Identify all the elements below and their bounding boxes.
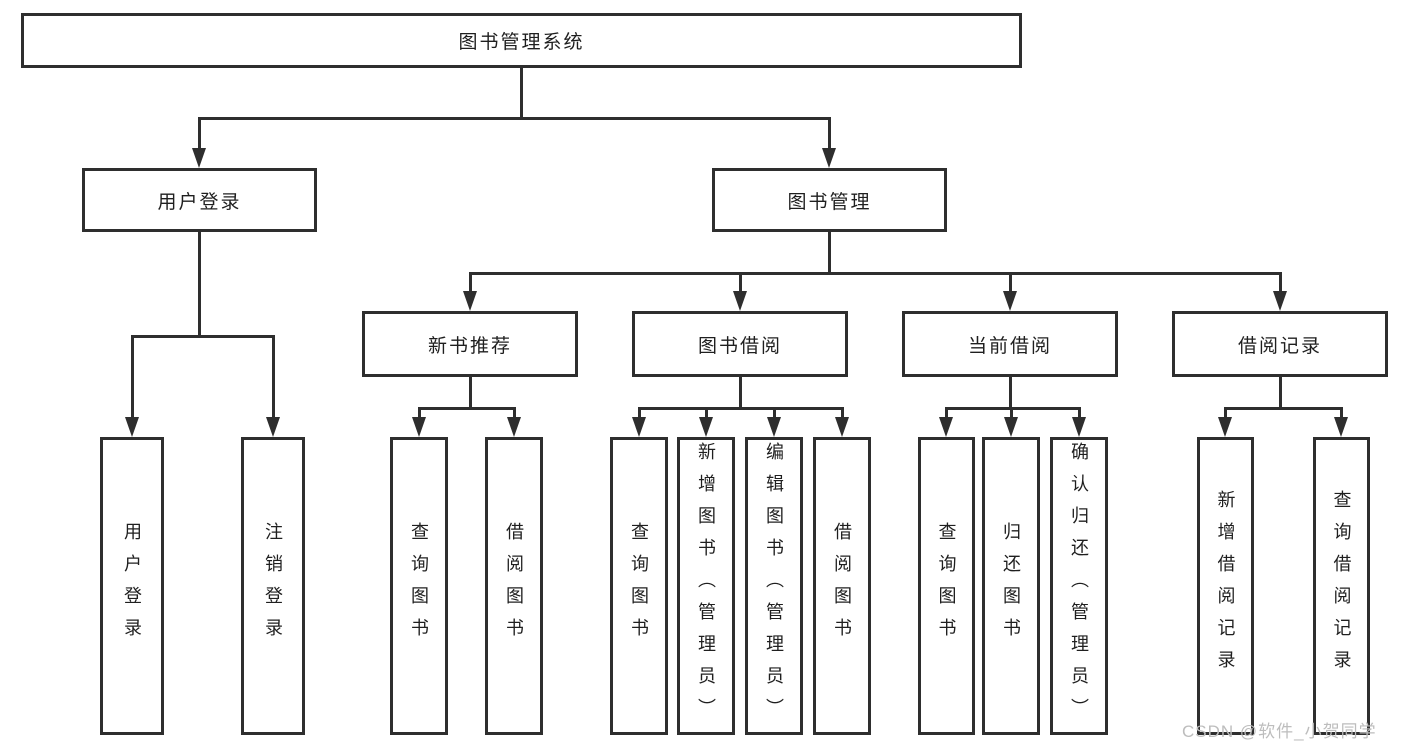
arrow-down-icon bbox=[631, 417, 646, 437]
tree-node-leaf-query-books-1: 查询图书 bbox=[390, 437, 448, 735]
connector-drop-line bbox=[198, 230, 201, 338]
tree-node-leaf-borrow-books-1: 借阅图书 bbox=[485, 437, 543, 735]
tree-node-label: 编辑图书（管理员） bbox=[764, 442, 784, 730]
tree-node-leaf-user-login: 用户登录 bbox=[100, 437, 164, 735]
connector-stem-line bbox=[198, 117, 201, 152]
connector-bus-line bbox=[417, 407, 516, 410]
arrow-down-icon bbox=[698, 417, 713, 437]
arrow-down-icon bbox=[1071, 417, 1086, 437]
tree-node-leaf-query-borrow-record: 查询借阅记录 bbox=[1313, 437, 1370, 735]
arrow-down-icon bbox=[766, 417, 781, 437]
tree-node-label: 查询图书 bbox=[409, 522, 429, 650]
tree-node-leaf-edit-books: 编辑图书（管理员） bbox=[745, 437, 803, 735]
connector-stem-line bbox=[271, 335, 275, 421]
tree-node-label: 新增借阅记录 bbox=[1215, 490, 1236, 682]
connector-bus-line bbox=[945, 407, 1081, 410]
connector-stem-line bbox=[828, 117, 831, 152]
connector-bus-line bbox=[637, 407, 844, 410]
arrow-down-icon bbox=[1334, 417, 1348, 437]
connector-stem-line bbox=[772, 407, 776, 421]
connector-drop-line bbox=[1008, 375, 1012, 410]
connector-drop-line bbox=[468, 375, 472, 410]
connector-stem-line bbox=[945, 407, 948, 421]
tree-node-leaf-query-books-2: 查询图书 bbox=[610, 437, 668, 735]
tree-node-borrowing-records: 借阅记录 bbox=[1172, 311, 1388, 377]
connector-stem-line bbox=[1224, 407, 1227, 421]
tree-node-leaf-logout: 注销登录 bbox=[241, 437, 305, 735]
arrow-down-icon bbox=[265, 417, 280, 437]
tree-node-label: 新增图书（管理员） bbox=[696, 442, 716, 730]
connector-stem-line bbox=[512, 407, 516, 421]
connector-drop-line bbox=[828, 230, 831, 275]
tree-node-label: 注销登录 bbox=[263, 522, 283, 650]
tree-node-root: 图书管理系统 bbox=[21, 13, 1022, 68]
tree-node-label: 借阅图书 bbox=[832, 522, 852, 650]
tree-node-label: 当前借阅 bbox=[967, 335, 1052, 357]
tree-node-label: 图书管理系统 bbox=[458, 32, 585, 53]
connector-stem-line bbox=[130, 335, 134, 421]
arrow-down-icon bbox=[192, 148, 206, 168]
connector-stem-line bbox=[1077, 407, 1081, 421]
arrow-down-icon bbox=[506, 417, 521, 437]
tree-node-label: 归还图书 bbox=[1001, 522, 1021, 650]
tree-node-label: 查询借阅记录 bbox=[1331, 490, 1352, 682]
connector-stem-line bbox=[1008, 272, 1012, 295]
tree-node-leaf-borrow-books-2: 借阅图书 bbox=[813, 437, 871, 735]
arrow-down-icon bbox=[822, 148, 836, 168]
connector-stem-line bbox=[417, 407, 421, 421]
connector-bus-line bbox=[130, 335, 275, 338]
connector-stem-line bbox=[1278, 272, 1282, 295]
tree-node-new-book-recommend: 新书推荐 bbox=[362, 311, 578, 377]
connector-stem-line bbox=[637, 407, 641, 421]
connector-drop-line bbox=[738, 375, 742, 410]
arrow-down-icon bbox=[939, 417, 953, 437]
tree-node-leaf-confirm-return: 确认归还（管理员） bbox=[1050, 437, 1108, 735]
connector-drop-line bbox=[520, 66, 523, 120]
tree-node-label: 借阅图书 bbox=[504, 522, 524, 650]
arrow-down-icon bbox=[1272, 291, 1287, 311]
tree-node-leaf-add-borrow-record: 新增借阅记录 bbox=[1197, 437, 1254, 735]
tree-node-label: 确认归还（管理员） bbox=[1069, 442, 1089, 730]
connector-stem-line bbox=[1340, 407, 1343, 421]
tree-node-book-borrowing: 图书借阅 bbox=[632, 311, 848, 377]
connector-stem-line bbox=[468, 272, 472, 295]
tree-node-leaf-return-books: 归还图书 bbox=[982, 437, 1040, 735]
connector-bus-line bbox=[1224, 407, 1343, 410]
arrow-down-icon bbox=[462, 291, 477, 311]
tree-node-label: 查询图书 bbox=[936, 522, 957, 650]
csdn-watermark: CSDN @软件_小贺同学 bbox=[1182, 722, 1377, 741]
tree-node-label: 借阅记录 bbox=[1237, 335, 1322, 357]
tree-node-label: 图书借阅 bbox=[697, 335, 782, 357]
tree-node-leaf-query-books-3: 查询图书 bbox=[918, 437, 975, 735]
connector-drop-line bbox=[1278, 375, 1282, 410]
arrow-down-icon bbox=[1002, 291, 1017, 311]
arrow-down-icon bbox=[1218, 417, 1232, 437]
tree-node-book-management: 图书管理 bbox=[712, 168, 947, 232]
connector-stem-line bbox=[1009, 407, 1013, 421]
arrow-down-icon bbox=[411, 417, 426, 437]
connector-stem-line bbox=[704, 407, 708, 421]
arrow-down-icon bbox=[1003, 417, 1018, 437]
tree-node-label: 用户登录 bbox=[122, 522, 142, 650]
connector-stem-line bbox=[840, 407, 844, 421]
tree-node-label: 新书推荐 bbox=[427, 335, 512, 357]
arrow-down-icon bbox=[834, 417, 849, 437]
connector-bus-line bbox=[468, 272, 1282, 275]
tree-node-current-borrowing: 当前借阅 bbox=[902, 311, 1118, 377]
arrow-down-icon bbox=[124, 417, 139, 437]
tree-node-user-login: 用户登录 bbox=[82, 168, 317, 232]
tree-node-label: 用户登录 bbox=[157, 191, 242, 213]
connector-stem-line bbox=[738, 272, 742, 295]
tree-node-leaf-add-books: 新增图书（管理员） bbox=[677, 437, 735, 735]
tree-node-label: 查询图书 bbox=[629, 522, 649, 650]
arrow-down-icon bbox=[732, 291, 747, 311]
tree-node-label: 图书管理 bbox=[787, 191, 872, 213]
connector-bus-line bbox=[198, 117, 831, 120]
